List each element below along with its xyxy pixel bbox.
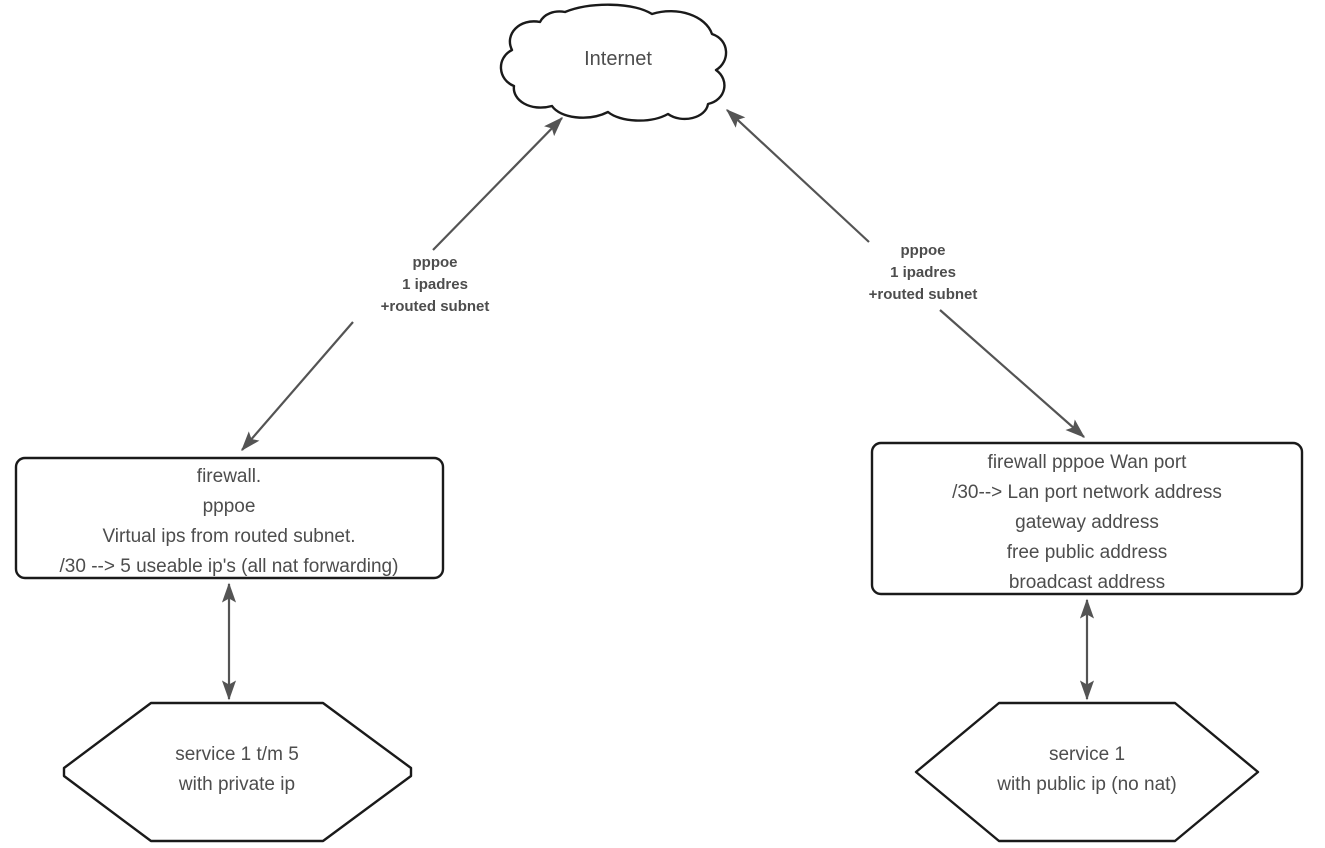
right-wan-label-line-2: 1 ipadres <box>890 264 956 281</box>
right-wan-edge-label: pppoe 1 ipadres +routed subnet <box>828 240 1018 306</box>
left-wan-label-line-1: pppoe <box>412 254 458 271</box>
right-wan-label-line-3: +routed subnet <box>868 286 978 303</box>
left-wan-label-line-2: 1 ipadres <box>402 276 468 293</box>
right-service-shape[interactable] <box>914 701 1260 843</box>
left-wan-connector[interactable] <box>241 117 563 451</box>
left-service-shape[interactable] <box>62 701 413 843</box>
right-wan-label-line-1: pppoe <box>900 242 946 259</box>
right-firewall-shape[interactable] <box>870 441 1304 596</box>
internet-cloud-shape[interactable] <box>499 3 728 122</box>
left-firewall-shape[interactable] <box>14 456 445 580</box>
right-wan-connector[interactable] <box>726 109 1085 438</box>
left-wan-edge-label: pppoe 1 ipadres +routed subnet <box>340 252 530 318</box>
left-wan-label-line-3: +routed subnet <box>380 298 490 315</box>
